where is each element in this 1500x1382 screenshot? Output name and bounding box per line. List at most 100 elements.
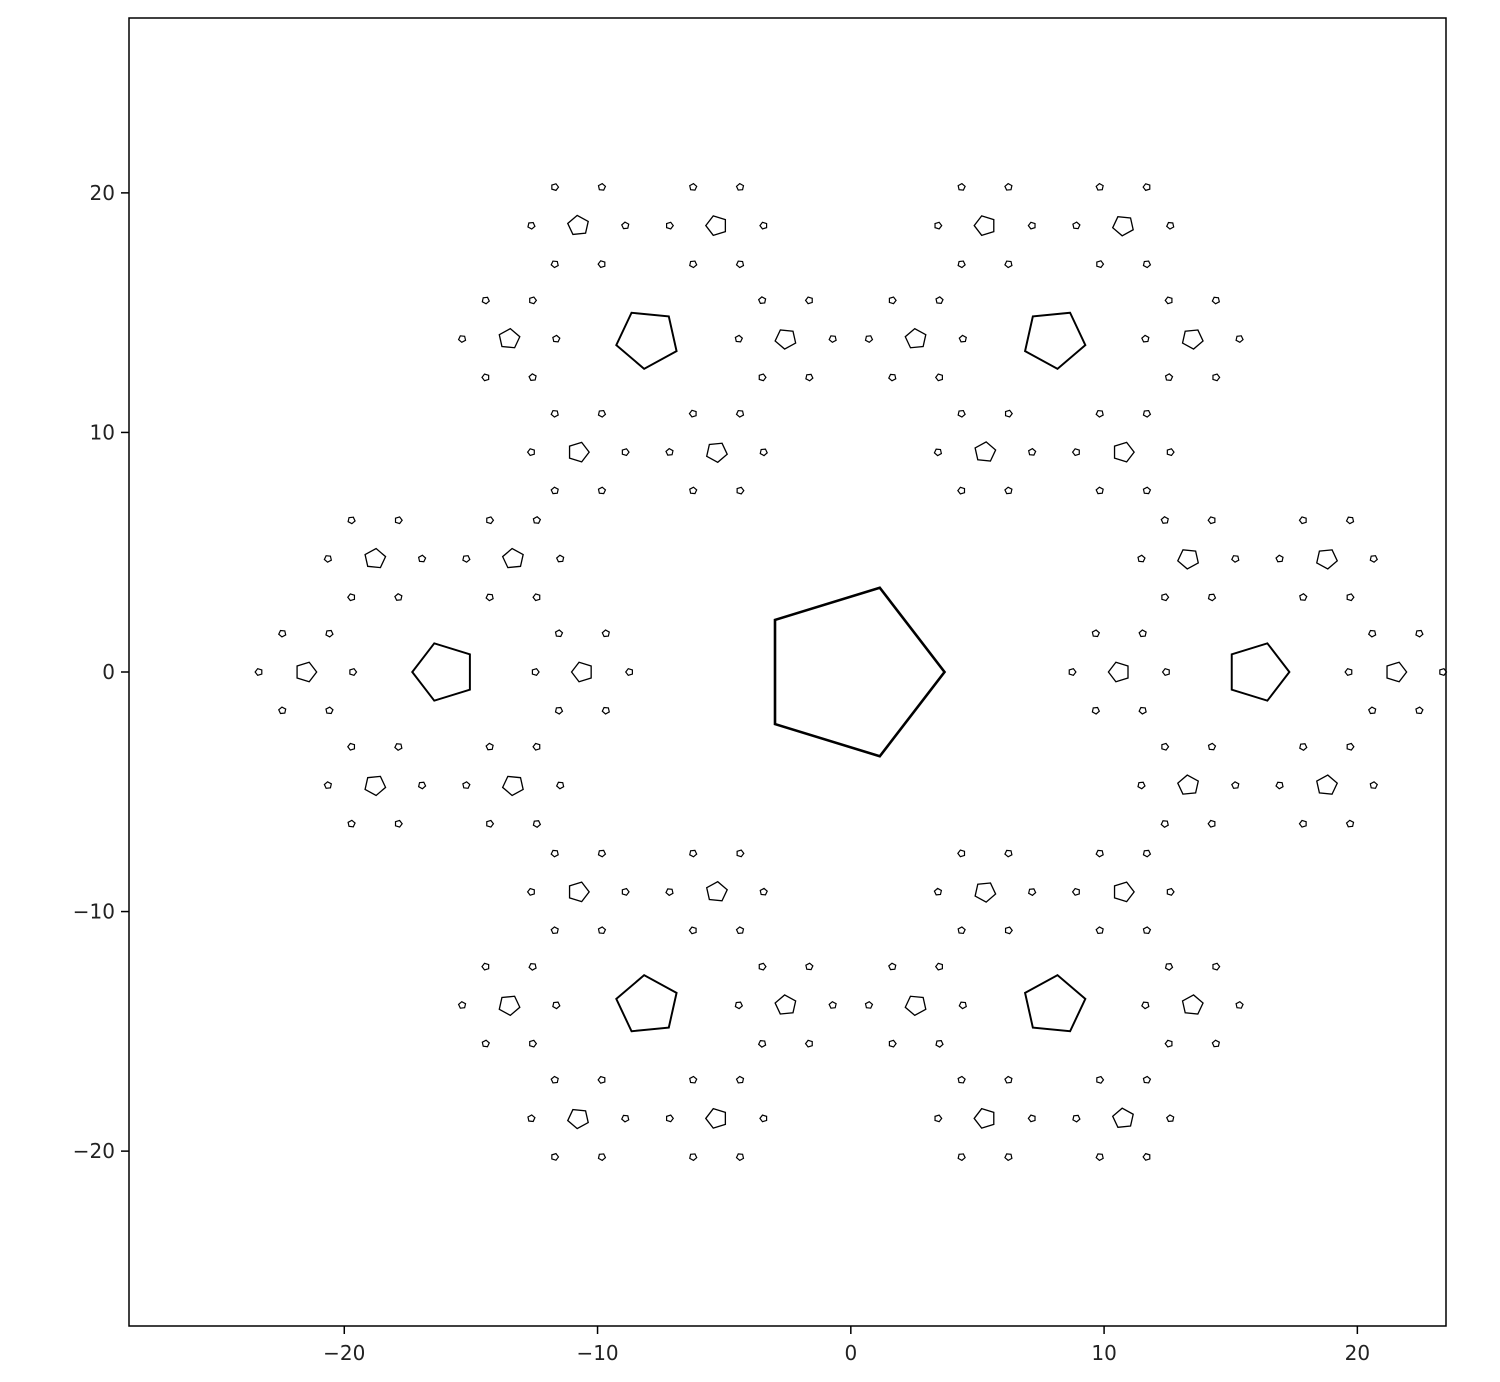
fractal-pentagon-level-3 xyxy=(621,887,630,896)
fractal-pentagon-level-3 xyxy=(323,555,333,563)
fractal-pentagon-level-3 xyxy=(1207,593,1217,602)
fractal-pentagon-level-3 xyxy=(1164,373,1174,382)
fractal-pentagon-level-3 xyxy=(805,373,814,382)
fractal-pentagon-level-2 xyxy=(1181,994,1204,1015)
fractal-pentagon-level-3 xyxy=(734,334,744,343)
fractal-pentagon-level-3 xyxy=(1346,593,1355,602)
fractal-pentagon-level-3 xyxy=(934,373,943,382)
fractal-pentagon-level-3 xyxy=(1072,1114,1081,1123)
fractal-pentagon-level-2 xyxy=(568,881,590,903)
axes-background xyxy=(129,18,1446,1326)
fractal-pentagon-level-3 xyxy=(1369,781,1379,789)
fractal-pentagon-level-3 xyxy=(828,1000,837,1009)
fractal-pentagon-level-3 xyxy=(1095,182,1104,191)
fractal-pentagon-level-2 xyxy=(973,215,995,237)
fractal-pentagon-level-3 xyxy=(529,296,538,305)
fractal-pentagon-level-3 xyxy=(957,486,966,495)
fractal-pentagon-level-1 xyxy=(615,311,678,371)
fractal-pentagon-level-3 xyxy=(485,593,494,602)
fractal-pentagon-level-3 xyxy=(689,849,698,858)
fractal-pentagon-level-3 xyxy=(759,1114,768,1123)
fractal-pentagon-level-2 xyxy=(1316,549,1339,570)
fractal-pentagon-level-3 xyxy=(757,1040,767,1048)
fractal-pentagon-level-3 xyxy=(1346,742,1355,751)
fractal-pentagon-level-2 xyxy=(568,441,590,463)
fractal-pentagon-level-3 xyxy=(325,706,334,715)
fractal-pentagon-level-3 xyxy=(735,182,745,191)
fractal-pentagon-level-3 xyxy=(934,1114,943,1123)
fractal-pentagon-level-3 xyxy=(597,926,607,935)
fractal-pentagon-level-3 xyxy=(1166,448,1175,457)
x-tick-label: −20 xyxy=(323,1341,365,1365)
fractal-pentagon-level-3 xyxy=(1072,221,1081,230)
fractal-pentagon-level-3 xyxy=(1137,781,1146,790)
fractal-pentagon-level-3 xyxy=(1415,706,1424,715)
fractal-pentagon-level-3 xyxy=(323,781,333,789)
y-tick-label: 10 xyxy=(90,420,115,444)
fractal-pentagon-level-3 xyxy=(597,1075,606,1084)
fractal-pentagon-level-3 xyxy=(957,182,966,191)
fractal-pentagon-level-3 xyxy=(1071,887,1080,896)
fractal-pentagon-level-3 xyxy=(597,260,606,269)
fractal-pentagon-level-3 xyxy=(526,887,535,896)
fractal-pentagon-level-2 xyxy=(566,1108,589,1130)
fractal-pentagon-level-3 xyxy=(804,296,813,305)
fractal-pentagon-level-3 xyxy=(804,1039,813,1048)
fractal-pentagon-level-3 xyxy=(1027,221,1036,230)
fractal-pentagon-level-3 xyxy=(1231,781,1240,789)
fractal-pentagon-level-3 xyxy=(1138,629,1147,638)
fractal-pentagon-level-3 xyxy=(757,296,767,304)
fractal-pentagon-level-3 xyxy=(347,516,356,525)
fractal-pentagon-level-3 xyxy=(957,926,966,935)
fractal-pentagon-level-3 xyxy=(1275,781,1284,790)
fractal-pentagon-level-3 xyxy=(1095,926,1104,935)
fractal-pentagon-level-3 xyxy=(1004,260,1013,269)
fractal-pentagon-level-3 xyxy=(1164,1039,1173,1048)
fractal-pentagon-level-3 xyxy=(665,888,674,897)
fractal-pentagon-level-3 xyxy=(462,555,471,563)
fractal-pentagon-level-3 xyxy=(666,221,675,230)
fractal-pentagon-level-3 xyxy=(1091,706,1101,715)
fractal-pentagon-level-3 xyxy=(888,962,897,971)
fractal-pentagon-level-3 xyxy=(1142,1152,1151,1161)
fractal-pentagon-level-3 xyxy=(481,373,490,382)
fractal-pentagon-level-1 xyxy=(615,973,678,1033)
x-tick-label: 10 xyxy=(1091,1341,1116,1365)
fractal-pentagon-level-3 xyxy=(621,1114,630,1123)
fractal-pentagon-level-3 xyxy=(1165,221,1175,230)
fractal-pentagon-level-3 xyxy=(1091,629,1101,638)
fractal-pentagon-level-3 xyxy=(933,887,943,896)
x-tick-label: −10 xyxy=(576,1341,618,1365)
fractal-pentagon-level-3 xyxy=(957,260,966,269)
fractal-pentagon-level-3 xyxy=(888,373,897,382)
fractal-pentagon-level-3 xyxy=(1298,819,1307,828)
fractal-pentagon-level-2 xyxy=(364,547,387,569)
fractal-pentagon-level-3 xyxy=(1367,629,1377,638)
fractal-pentagon-level-2 xyxy=(1176,774,1200,795)
fractal-pentagon-level-3 xyxy=(1211,1039,1221,1048)
fractal-pentagon-level-2 xyxy=(974,882,997,903)
fractal-pentagon-level-3 xyxy=(688,926,697,935)
fractal-pentagon-level-3 xyxy=(1137,554,1146,563)
fractal-pentagon-level-3 xyxy=(555,781,565,790)
fractal-pentagon-level-3 xyxy=(1299,593,1308,601)
fractal-pentagon-level-3 xyxy=(689,486,698,495)
fractal-pentagon-level-3 xyxy=(736,849,745,858)
fractal-pentagon-level-3 xyxy=(554,706,564,715)
fractal-pentagon-level-3 xyxy=(526,448,535,457)
fractal-pentagon-level-2 xyxy=(973,1107,995,1129)
fractal-pentagon-level-3 xyxy=(688,409,697,418)
fractal-pentagon-level-3 xyxy=(1161,742,1170,751)
fractal-pentagon-level-2 xyxy=(904,327,927,349)
fractal-pentagon-level-3 xyxy=(462,781,471,789)
fractal-pentagon-level-3 xyxy=(550,260,559,269)
fractal-pentagon-level-2 xyxy=(774,329,797,350)
fractal-pentagon-level-3 xyxy=(1207,742,1217,751)
fractal-pentagon-level-3 xyxy=(735,1153,745,1162)
fractal-pentagon-level-3 xyxy=(1299,743,1308,751)
fractal-pentagon-level-3 xyxy=(1004,1075,1013,1084)
fractal-pentagon-level-3 xyxy=(689,182,698,191)
fractal-pentagon-level-3 xyxy=(1096,260,1105,269)
fractal-pentagon-level-3 xyxy=(457,335,467,344)
